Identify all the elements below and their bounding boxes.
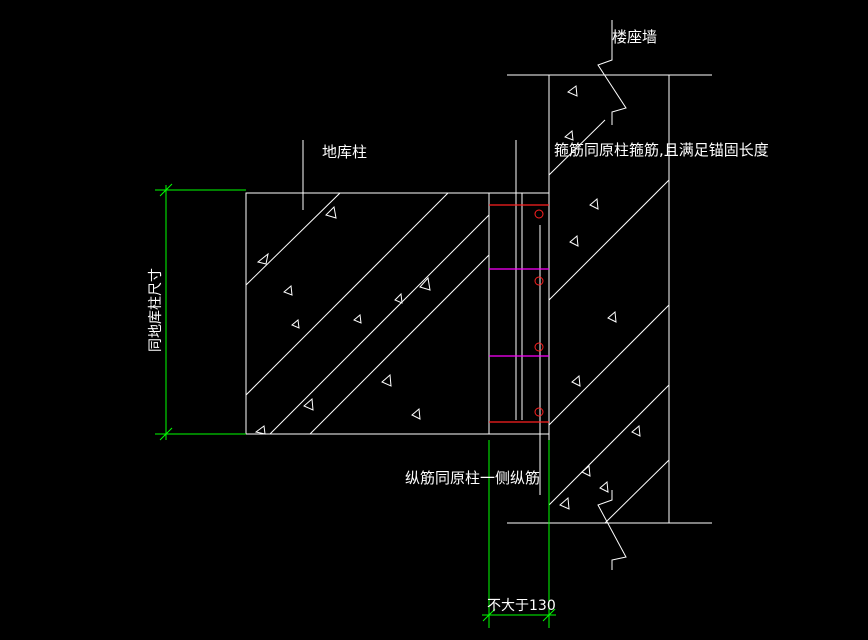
height-dimension-label: 同地库柱尺寸: [148, 268, 164, 352]
wall-label: 楼座墙: [612, 28, 657, 46]
rebar-note: 纵筋同原柱一侧纵筋: [405, 469, 540, 487]
rebar-circle-4: [534, 407, 544, 417]
added-strip: [489, 140, 549, 495]
rebar-circle-2: [534, 276, 544, 286]
rebar-circle-1: [534, 209, 544, 219]
break-line-bottom: [597, 490, 627, 570]
column-hatch: [245, 192, 490, 435]
column-label: 地库柱: [322, 143, 367, 161]
basement-column: [245, 192, 490, 435]
width-dimension: [482, 440, 556, 628]
height-dimension: [155, 183, 246, 441]
stirrup-note: 箍筋同原柱箍筋,且满足锚固长度: [554, 141, 769, 159]
rebar-circle-3: [534, 342, 544, 352]
aggregate-markers: [254, 85, 641, 510]
width-dimension-label: 不大于130: [487, 598, 556, 614]
floor-wall: [507, 20, 712, 570]
break-line-top: [597, 20, 627, 125]
wall-hatch: [548, 119, 670, 524]
column-outline: [245, 192, 490, 435]
